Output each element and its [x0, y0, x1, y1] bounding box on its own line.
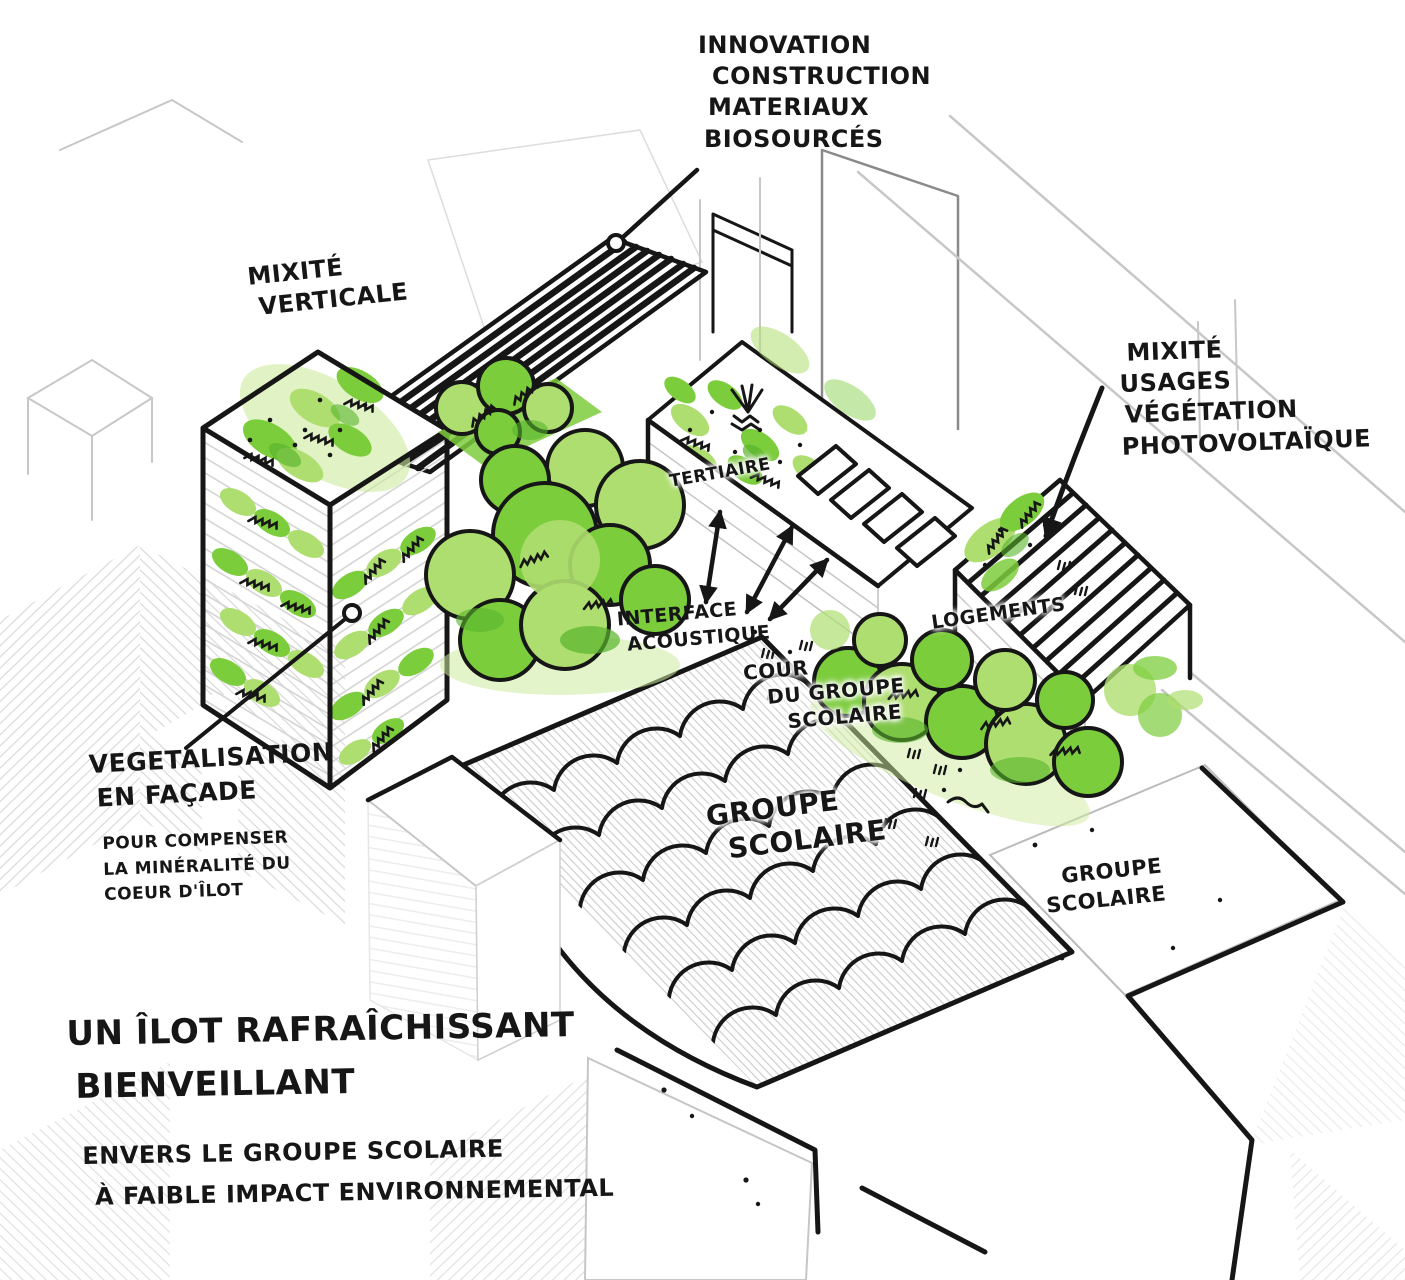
groupe-scolaire-roof-building — [444, 634, 1075, 1090]
saw-roof-outline — [444, 634, 1075, 1090]
cube-side — [475, 838, 561, 1062]
bg-hatch-bottom-right — [1250, 905, 1405, 1145]
courtyard-grass — [752, 559, 1089, 848]
tower-facade-green-left — [209, 488, 325, 710]
bg-hatch-bottom-a — [0, 1062, 170, 1280]
palm-glyph — [730, 383, 764, 432]
label-line: CONSTRUCTION — [712, 62, 932, 91]
tower-roof-green — [239, 364, 411, 492]
logements-roof-green — [964, 492, 1048, 592]
bg-block-left-edges — [27, 397, 153, 521]
tower-facade-left — [203, 428, 330, 788]
acoustic-arrow-1 — [699, 509, 727, 605]
annotation-arrows — [184, 167, 1105, 750]
slab-face — [583, 1056, 814, 1280]
bg-hatch-bottom-b — [430, 1075, 588, 1280]
facade-marker-circle — [342, 603, 362, 623]
vegetated-tower — [200, 349, 450, 791]
acoustic-arrow-3 — [767, 557, 830, 622]
bg-block-left — [26, 358, 154, 438]
bg-tall-slab — [820, 148, 960, 430]
saw-roof-scallops — [447, 637, 1030, 1044]
groupe-scolaire-pad — [988, 763, 1346, 1280]
usages-arrow — [1041, 385, 1105, 539]
page-subtitle: ENVERS LE GROUPE SCOLAIRE À FAIBLE IMPAC… — [82, 1127, 615, 1218]
tree-cluster-upper — [434, 356, 602, 466]
bg-roofline — [59, 98, 243, 151]
pad-bold-edges — [1125, 765, 1346, 1280]
bg-right-edges — [1197, 299, 1239, 446]
background-context-blocks — [0, 98, 1405, 1280]
label-innovation: INNOVATION CONSTRUCTION MATERIAUX BIOSOU… — [688, 30, 931, 155]
label-line: BIOSOURCÉS — [704, 124, 884, 153]
bg-road-upper — [856, 114, 1405, 644]
bg-black-corner — [711, 212, 794, 334]
foreground-white-buildings — [365, 754, 988, 1280]
innovation-pointer-line — [619, 167, 700, 241]
label-line: MATERIAUX — [708, 93, 870, 122]
title-line: BIENVEILLANT — [75, 1061, 356, 1107]
bg-hatch-left-a — [0, 545, 140, 895]
cube-bold-edge — [365, 754, 563, 843]
page-title: UN ÎLOT RAFRAÎCHISSANT BIENVEILLANT — [66, 999, 576, 1113]
bg-gray-verticals — [699, 177, 761, 361]
bg-hatch-corner-right — [1290, 1150, 1405, 1280]
tower-facade-green-right — [330, 526, 438, 765]
solar-roof-stripes — [338, 238, 698, 472]
bg-hatch-left-gap — [202, 695, 238, 1005]
label-line: INNOVATION — [698, 31, 872, 59]
innovation-pointer-circle — [606, 233, 626, 253]
tree-cluster-center — [424, 428, 691, 695]
bush-row-courtyard — [810, 610, 1203, 827]
label-cour-groupe-scolaire: COUR DU GROUPE SCOLAIRE — [742, 646, 908, 738]
slab-bold-edges — [614, 1047, 988, 1255]
vegetalisation-pointer-line — [184, 618, 346, 750]
label-mixite-usages: MIXITÉ USAGES VÉGÉTATION PHOTOVOLTAÏQUE — [1118, 329, 1372, 462]
label-vegetalisation: VEGETALISATION EN FAÇADE — [88, 735, 336, 815]
bg-hatch-top — [427, 129, 704, 331]
bg-road-lower — [1160, 670, 1405, 896]
tertiaire-pv-panels — [796, 444, 957, 568]
title-line: UN ÎLOT RAFRAÎCHISSANT — [66, 1005, 576, 1054]
label-vegetalisation-sub: POUR COMPENSER LA MINÉRALITÉ DU COEUR D'… — [102, 825, 292, 908]
scribble-figure — [946, 796, 990, 814]
tertiaire-green-roof — [664, 376, 828, 496]
saw-roof-hatch — [447, 637, 1072, 1087]
